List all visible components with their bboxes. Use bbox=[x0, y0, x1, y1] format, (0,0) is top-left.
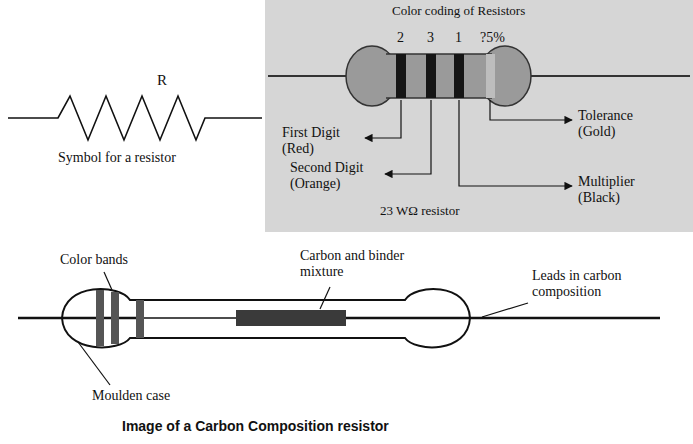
color-band bbox=[486, 54, 495, 98]
color-band bbox=[96, 290, 104, 346]
part-label: Carbon and binder mixture bbox=[300, 248, 430, 280]
moulded-case bbox=[62, 289, 470, 347]
color-band bbox=[426, 54, 436, 98]
part-label: Leads in carbon composition bbox=[532, 268, 682, 300]
callout-label: Tolerance (Gold) bbox=[578, 108, 658, 140]
band-digit: 2 bbox=[397, 30, 404, 46]
leader-line bbox=[320, 287, 330, 309]
leader-line bbox=[365, 100, 401, 138]
leader-line bbox=[482, 303, 528, 317]
callout-label: Multiplier (Black) bbox=[578, 174, 658, 206]
band-digit: 1 bbox=[455, 30, 462, 46]
resistor-symbol bbox=[8, 96, 262, 140]
band-digit: 3 bbox=[427, 30, 434, 46]
photo-panel bbox=[265, 0, 693, 232]
resistor-lead bbox=[268, 75, 350, 77]
leader-line bbox=[78, 342, 110, 385]
leader-line bbox=[104, 272, 112, 290]
color-band bbox=[111, 292, 119, 344]
band-tolerance: ?5% bbox=[480, 30, 505, 46]
figure-label: Symbol for a resistor bbox=[58, 150, 176, 166]
resistor-lead bbox=[18, 317, 140, 320]
figure-caption: Image of a Carbon Composition resistor bbox=[122, 418, 389, 434]
figure-title: Color coding of Resistors bbox=[392, 4, 525, 19]
part-label: Color bands bbox=[60, 252, 128, 268]
resistor-value: 23 WΩ resistor bbox=[380, 204, 459, 219]
resistor-end-cap bbox=[479, 46, 531, 106]
color-band bbox=[136, 300, 144, 338]
callout-label: Second Digit (Orange) bbox=[290, 160, 382, 192]
resistor-lead bbox=[525, 75, 690, 77]
carbon-mixture bbox=[236, 310, 346, 326]
color-band bbox=[454, 54, 464, 98]
leader-line bbox=[490, 100, 572, 120]
resistor-body bbox=[380, 54, 498, 98]
symbol-letter: R bbox=[157, 72, 167, 89]
part-label: Moulden case bbox=[92, 388, 170, 404]
leader-line bbox=[459, 100, 572, 186]
resistor-lead bbox=[344, 317, 660, 320]
color-band bbox=[396, 54, 406, 98]
resistor-lead bbox=[140, 317, 236, 319]
leader-line bbox=[385, 100, 431, 174]
callout-label: First Digit (Red) bbox=[282, 125, 362, 157]
